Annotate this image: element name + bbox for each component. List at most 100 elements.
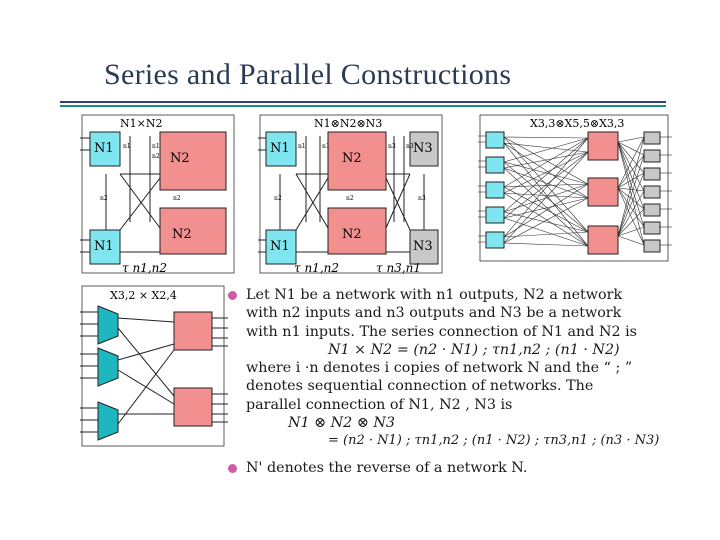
cascade-wire bbox=[117, 327, 175, 397]
box-n2-bottom-label: N2 bbox=[172, 227, 192, 242]
cross-wire bbox=[503, 136, 589, 139]
crossbar-box-gray bbox=[643, 239, 661, 253]
cross-wire bbox=[503, 151, 589, 194]
box-n1-bottom-label: N1 bbox=[94, 239, 114, 254]
tau-right-label: τ n3,n1 bbox=[376, 261, 421, 275]
cascade-box-pink bbox=[173, 387, 213, 427]
cross-wire bbox=[503, 211, 589, 233]
edge-label-2: n1 bbox=[152, 143, 160, 150]
cross-wire bbox=[503, 183, 589, 213]
diagram-crossbar: X3,3⊗X5,5⊗X3,3 bbox=[478, 114, 672, 262]
crossbar-box-cyan bbox=[485, 156, 505, 174]
edge-label-7: n3 bbox=[418, 195, 426, 202]
box-n1-bottom bbox=[265, 229, 297, 265]
bullet-1-line-1: Let N1 be a network with n1 outputs, N2 … bbox=[246, 287, 623, 303]
crossbar-box-cyan bbox=[485, 131, 505, 149]
crossbar-box-cyan bbox=[485, 231, 505, 249]
box-n1-top bbox=[89, 131, 121, 167]
box-n2-bottom bbox=[327, 207, 387, 255]
cross-wire bbox=[617, 154, 645, 237]
cross-wire bbox=[503, 197, 589, 219]
cross-wire bbox=[503, 161, 589, 185]
diagram-cascade: X3,2 × X2,4 bbox=[80, 285, 228, 447]
box-n1-top-label: N1 bbox=[270, 141, 290, 156]
cross-wire bbox=[503, 186, 589, 233]
bullet-2-line-1: N' denotes the reverse of a network N. bbox=[246, 459, 528, 476]
parallel-equation-1: N1 ⊗ N2 ⊗ N3 bbox=[288, 415, 395, 432]
diagram-crossbar-wires bbox=[478, 135, 672, 247]
crossbar-box-gray bbox=[643, 203, 661, 217]
cross-wire bbox=[617, 190, 645, 237]
cascade-trapezoid bbox=[97, 401, 119, 441]
box-n2-top bbox=[327, 131, 387, 191]
edge-label-4: n2 bbox=[173, 195, 181, 202]
box-n2-top-label: N2 bbox=[170, 151, 190, 166]
cross-wire bbox=[503, 192, 589, 247]
box-n1-top bbox=[265, 131, 297, 167]
box-n2-bottom-label: N2 bbox=[342, 227, 362, 242]
edge-label-2: n1 bbox=[322, 143, 330, 150]
cross-wire bbox=[617, 136, 645, 143]
box-n3-top-label: N3 bbox=[413, 141, 433, 156]
cross-wire bbox=[503, 137, 589, 188]
diagram-parallel-label: N1⊗N2⊗N3 bbox=[314, 117, 382, 130]
box-n3-top bbox=[409, 131, 439, 167]
cross-wire bbox=[617, 187, 645, 192]
edge-label-1: n1 bbox=[298, 143, 306, 150]
crossbar-box-gray bbox=[643, 167, 661, 181]
cross-wire bbox=[503, 183, 589, 188]
cascade-box-pink bbox=[173, 311, 213, 351]
bullet-2: N' denotes the reverse of a network N. bbox=[226, 459, 666, 477]
cross-wire bbox=[503, 197, 589, 244]
title-rule-blue bbox=[60, 101, 666, 103]
bullet-dot bbox=[228, 463, 237, 473]
cross-wire bbox=[617, 187, 645, 228]
cross-wire bbox=[503, 231, 589, 238]
cross-wire bbox=[617, 172, 645, 189]
diagram-cascade-shapes bbox=[80, 305, 228, 441]
crossbar-box-gray bbox=[643, 221, 661, 235]
cross-wire bbox=[503, 242, 589, 247]
cross-wire bbox=[503, 192, 589, 199]
cross-wire bbox=[617, 172, 645, 237]
cross-wire bbox=[503, 183, 589, 238]
cross-wire bbox=[617, 187, 645, 210]
box-n2-top-label: N2 bbox=[342, 151, 362, 166]
cascade-wire bbox=[117, 317, 175, 323]
cross-wire bbox=[617, 208, 645, 237]
diagram-series-wires bbox=[80, 136, 161, 253]
diagram-series: N1×N2 N1 N2 N1 N2 n1 n1 n2 n2 n2 τ n1,n2 bbox=[80, 114, 235, 275]
cross-wire bbox=[503, 137, 589, 213]
cascade-wire bbox=[117, 349, 175, 425]
bullet-1-line-5: denotes sequential connection of network… bbox=[246, 378, 594, 395]
diagram-parallel: N1⊗N2⊗N3 N1 N2 N3 N1 N2 N3 n1 n1 n2 n2 bbox=[258, 114, 443, 275]
title-rule-teal bbox=[60, 105, 666, 107]
crossbar-box-cyan bbox=[485, 206, 505, 224]
cross-wire bbox=[617, 235, 645, 246]
crossbar-box-pink bbox=[587, 131, 619, 161]
cross-wire bbox=[617, 141, 645, 246]
series-equation: N1 × N2 = (n2 · N1) ; τn1,n2 ; (n1 · N2) bbox=[328, 341, 620, 358]
cross-wire bbox=[617, 141, 645, 210]
cross-wire bbox=[503, 151, 589, 219]
box-n2-top bbox=[159, 131, 227, 191]
box-n1-bottom-label: N1 bbox=[270, 239, 290, 254]
bullet-1-line-4: where i ·n denotes i copies of network N… bbox=[246, 360, 633, 377]
cross-wire bbox=[503, 136, 589, 233]
slide-title: Series and Parallel Constructions bbox=[104, 58, 512, 91]
cross-wire bbox=[503, 217, 589, 247]
cascade-trapezoid bbox=[97, 347, 119, 387]
cross-wire bbox=[617, 141, 645, 228]
bullet-1: Let N1 be a network with n1 outputs, N2 … bbox=[226, 286, 666, 451]
edge-label-4: n2 bbox=[346, 195, 354, 202]
tau-left-label: τ n1,n2 bbox=[294, 261, 339, 275]
crossbar-box-gray bbox=[643, 185, 661, 199]
parallel-equation-2: = (n2 · N1) ; τn1,n2 ; (n1 · N2) ; τn3,n… bbox=[328, 433, 660, 449]
edge-label-3: n2 bbox=[274, 195, 282, 202]
cross-wire bbox=[503, 136, 589, 185]
bullet-1-line-3: with n1 inputs. The series connection of… bbox=[246, 323, 638, 340]
crossbar-box-gray bbox=[643, 149, 661, 163]
crossbar-box-cyan bbox=[485, 181, 505, 199]
edge-label-1: n1 bbox=[123, 143, 131, 150]
